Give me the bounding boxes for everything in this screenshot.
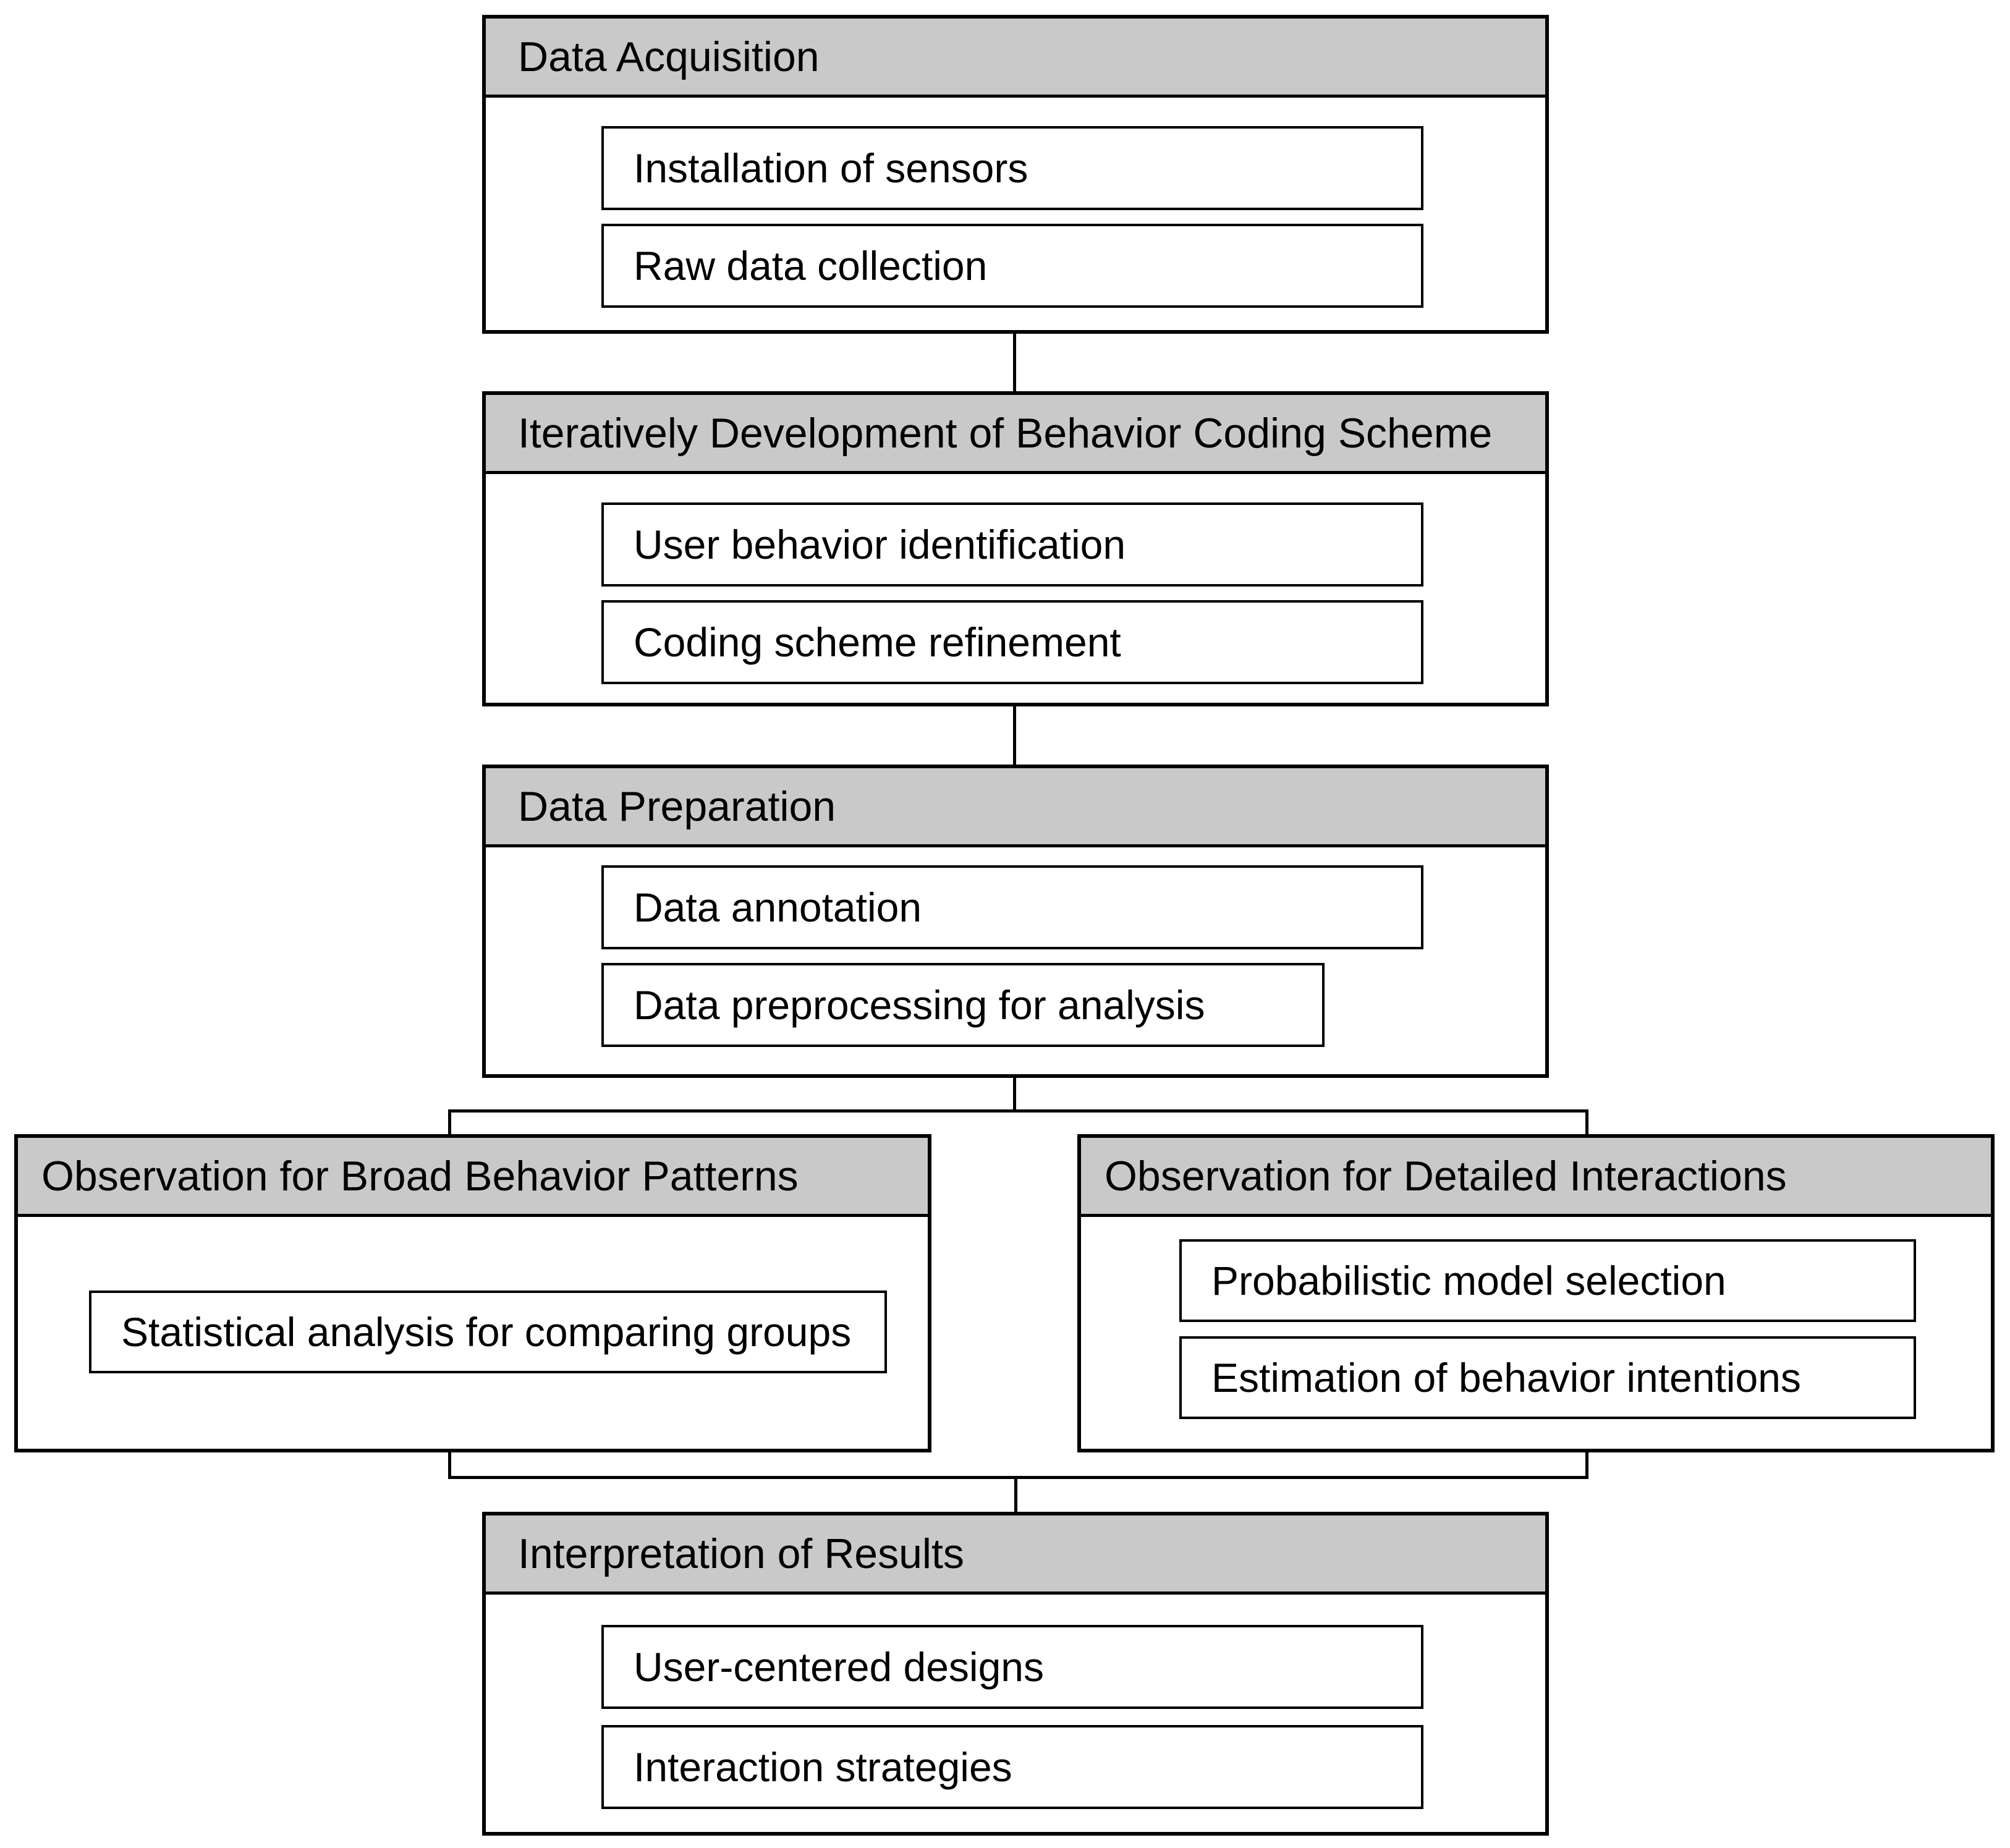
connector-coding-to-preparation [1013, 704, 1016, 767]
item-label: Data preprocessing for analysis [634, 982, 1205, 1028]
section-header-interpretation-of-results: Interpretation of Results [486, 1515, 1545, 1595]
item-raw-data-collection: Raw data collection [601, 224, 1423, 308]
item-probabilistic-model-selection: Probabilistic model selection [1179, 1239, 1916, 1322]
item-interaction-strategies: Interaction strategies [601, 1725, 1423, 1809]
section-title: Data Preparation [518, 782, 836, 830]
item-data-annotation: Data annotation [601, 865, 1423, 949]
item-installation-of-sensors: Installation of sensors [601, 126, 1423, 210]
section-interpretation-of-results: Interpretation of Results User-centered … [482, 1512, 1549, 1836]
item-estimation-of-behavior-intentions: Estimation of behavior intentions [1179, 1336, 1916, 1419]
section-title: Iteratively Development of Behavior Codi… [518, 409, 1493, 457]
section-title: Interpretation of Results [518, 1530, 964, 1577]
item-label: Data annotation [634, 884, 922, 930]
item-label: User-centered designs [634, 1644, 1044, 1690]
section-header-broad-behavior-patterns: Observation for Broad Behavior Patterns [18, 1138, 928, 1217]
section-header-behavior-coding-scheme: Iteratively Development of Behavior Codi… [486, 395, 1545, 474]
section-title: Data Acquisition [518, 33, 820, 80]
item-label: Coding scheme refinement [634, 619, 1121, 665]
item-coding-scheme-refinement: Coding scheme refinement [601, 600, 1423, 684]
item-label: Interaction strategies [634, 1744, 1012, 1790]
connector-acquisition-to-coding [1013, 331, 1016, 394]
item-user-behavior-identification: User behavior identification [601, 502, 1423, 587]
item-label: Statistical analysis for comparing group… [121, 1309, 852, 1355]
item-label: Estimation of behavior intentions [1211, 1355, 1801, 1401]
section-header-data-preparation: Data Preparation [486, 768, 1545, 847]
section-data-preparation: Data Preparation Data annotation Data pr… [482, 765, 1549, 1078]
section-title: Observation for Broad Behavior Patterns [41, 1152, 799, 1200]
item-user-centered-designs: User-centered designs [601, 1625, 1423, 1709]
section-header-detailed-interactions: Observation for Detailed Interactions [1081, 1138, 1991, 1217]
item-statistical-analysis-for-comparing-groups: Statistical analysis for comparing group… [89, 1291, 887, 1373]
section-detailed-interactions: Observation for Detailed Interactions Pr… [1077, 1134, 1995, 1452]
item-label: Raw data collection [634, 243, 988, 289]
item-label: User behavior identification [634, 522, 1126, 567]
connector-preparation-to-branch [1013, 1075, 1016, 1112]
section-title: Observation for Detailed Interactions [1105, 1152, 1787, 1200]
item-label: Probabilistic model selection [1211, 1258, 1726, 1303]
section-data-acquisition: Data Acquisition Installation of sensors… [482, 15, 1549, 334]
connector-branch-to-interpretation [1014, 1477, 1017, 1514]
item-label: Installation of sensors [634, 145, 1028, 191]
section-behavior-coding-scheme: Iteratively Development of Behavior Codi… [482, 391, 1549, 706]
section-broad-behavior-patterns: Observation for Broad Behavior Patterns … [14, 1134, 931, 1452]
section-header-data-acquisition: Data Acquisition [486, 19, 1545, 98]
item-data-preprocessing-for-analysis: Data preprocessing for analysis [601, 963, 1325, 1047]
